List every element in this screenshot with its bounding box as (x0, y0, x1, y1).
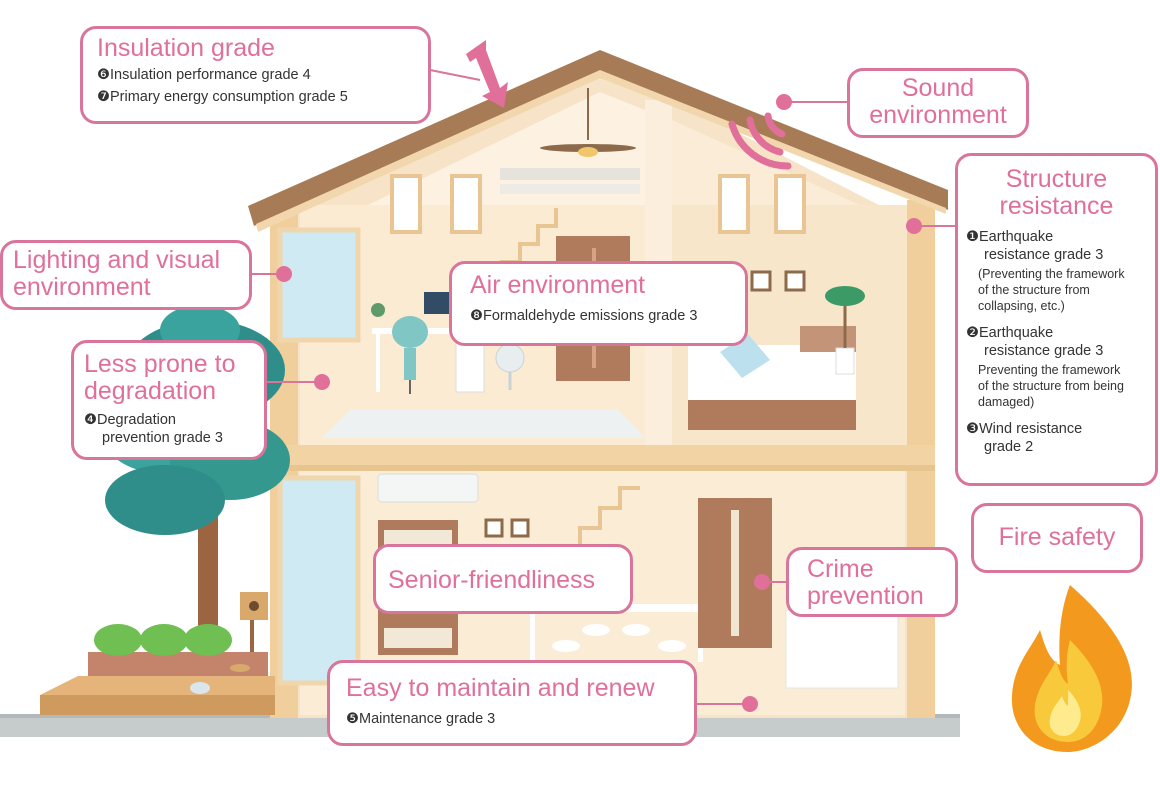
sound-wave-icon (728, 112, 792, 170)
structure-item1-note-1: (Preventing the framework (978, 267, 1125, 281)
window-lower (277, 475, 361, 686)
structure-item1-note-2: of the structure from (978, 283, 1090, 297)
structure-item2-note-1: Preventing the framework (978, 363, 1121, 377)
pointer-dot-sound (776, 94, 792, 110)
pointer-dot-crime (754, 574, 770, 590)
sound-title-line2: environment (869, 101, 1007, 129)
structure-item3-line1: ❸Wind resistance (966, 421, 1083, 437)
crime-title-line2: prevention (807, 582, 924, 610)
senior-title: Senior-friendliness (388, 566, 596, 594)
maintain-title: Easy to maintain and renew (346, 674, 655, 702)
structure-title-line1: Structure (1005, 165, 1108, 193)
label-easy-maintain-renew: Easy to maintain and renew ❺Maintenance … (327, 660, 697, 746)
structure-item2-note-2: of the structure from being (978, 379, 1124, 393)
structure-item1-note-3: collapsing, etc.) (978, 299, 1065, 313)
air-item-8: ❽Formaldehyde emissions grade 3 (470, 308, 698, 324)
label-senior-friendliness: Senior-friendliness (373, 544, 633, 614)
structure-title-line2: resistance (999, 192, 1114, 220)
sound-title-line1: Sound (901, 74, 975, 102)
double-arrow-icon (466, 40, 508, 108)
label-air-environment: Air environment ❽Formaldehyde emissions … (449, 261, 748, 346)
structure-item1-line2: resistance grade 3 (984, 247, 1104, 263)
degradation-item-line2: prevention grade 3 (102, 430, 223, 446)
structure-item2-note-3: damaged) (978, 395, 1035, 409)
degradation-title-line1: Less prone to (84, 350, 236, 378)
pointer-dot-structure (906, 218, 922, 234)
pointer-dot-degradation (314, 374, 330, 390)
degradation-item-line1: ❹Degradation (84, 412, 176, 428)
label-lighting-visual: Lighting and visual environment (0, 240, 252, 310)
label-structure-resistance: Structure resistance ❶Earthquake resista… (955, 153, 1158, 486)
structure-item2-line2: resistance grade 3 (984, 343, 1104, 359)
structure-item1-line1: ❶Earthquake (966, 229, 1054, 245)
label-insulation-grade: Insulation grade ❻Insulation performance… (80, 26, 431, 124)
pointer-dot-maintain (742, 696, 758, 712)
air-title: Air environment (470, 271, 646, 299)
insulation-title: Insulation grade (97, 34, 275, 62)
structure-item3-line2: grade 2 (984, 439, 1034, 455)
insulation-item-6: ❻Insulation performance grade 4 (97, 67, 311, 83)
wooden-deck (40, 676, 275, 695)
fire-title: Fire safety (998, 523, 1116, 551)
structure-item2-line1: ❷Earthquake (966, 325, 1054, 341)
pointer-dot-lighting (276, 266, 292, 282)
insulation-item-7: ❼Primary energy consumption grade 5 (97, 89, 348, 105)
lighting-title-line2: environment (13, 273, 151, 301)
degradation-title-line2: degradation (84, 377, 217, 405)
fire-icon (1011, 585, 1132, 752)
label-less-prone-degradation: Less prone to degradation ❹Degradation p… (71, 340, 267, 460)
window-upper (277, 227, 361, 343)
floor-slab (270, 445, 935, 467)
label-sound-environment: Sound environment (847, 68, 1029, 138)
label-fire-safety: Fire safety (971, 503, 1143, 573)
roof (248, 50, 948, 226)
label-crime-prevention: Crime prevention (786, 547, 958, 617)
maintain-item-5: ❺Maintenance grade 3 (346, 711, 496, 727)
lighting-title-line1: Lighting and visual (13, 246, 221, 274)
crime-title-line1: Crime (807, 555, 874, 583)
